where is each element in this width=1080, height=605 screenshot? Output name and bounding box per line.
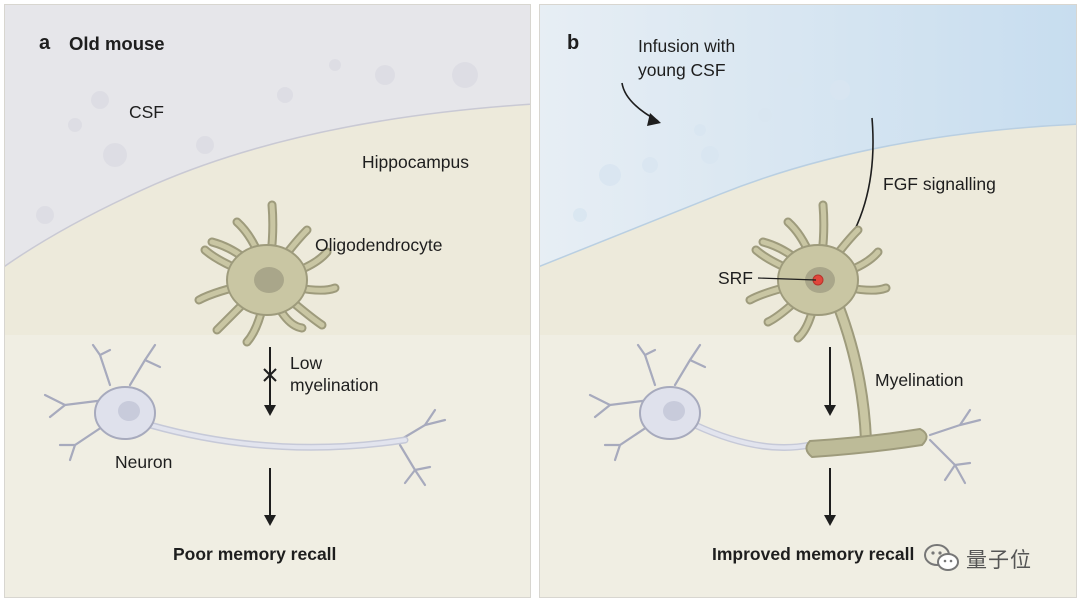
watermark-text: 量子位 bbox=[966, 548, 1032, 572]
panel-title: Old mouse bbox=[69, 33, 165, 54]
hippocampus-region-b bbox=[540, 125, 1076, 597]
infusion-label-line2: young CSF bbox=[638, 60, 726, 80]
panel-letter-b: b bbox=[567, 32, 580, 54]
panel-letter-a: a bbox=[39, 32, 51, 54]
myelination-label-b: Myelination bbox=[875, 370, 964, 390]
watermark: 量子位 bbox=[922, 540, 1052, 576]
myelination-label: myelination bbox=[290, 375, 379, 395]
srf-label: SRF bbox=[718, 268, 753, 288]
csf-young-region bbox=[540, 5, 1076, 267]
infusion-arrow bbox=[621, 82, 661, 126]
myelin-sheath bbox=[805, 427, 928, 459]
down-arrow-b-1 bbox=[824, 347, 836, 416]
oligodendrocyte-label: Oligodendrocyte bbox=[315, 235, 443, 255]
panel-b-illustration bbox=[540, 5, 1076, 597]
down-arrow-outcome bbox=[264, 468, 276, 526]
panel-b: b Infusion with young CSF FGF signalling… bbox=[539, 4, 1077, 598]
panel-a: a Old mouse CSF Hippocampus Oligodendroc… bbox=[4, 4, 531, 598]
infusion-label-line1: Infusion with bbox=[638, 36, 736, 56]
csf-region bbox=[5, 5, 530, 267]
panel-a-illustration bbox=[5, 5, 530, 597]
low-label: Low bbox=[290, 353, 323, 373]
neuron-young bbox=[588, 343, 982, 485]
down-arrow-b-outcome bbox=[824, 468, 836, 526]
neuron-old bbox=[43, 343, 447, 487]
fgf-signalling-label: FGF signalling bbox=[883, 174, 996, 194]
hippocampus-label: Hippocampus bbox=[362, 152, 469, 172]
wechat-icon bbox=[924, 544, 959, 571]
csf-label: CSF bbox=[129, 102, 164, 122]
outcome-label-a: Poor memory recall bbox=[173, 544, 337, 564]
outcome-label-b: Improved memory recall bbox=[712, 544, 915, 564]
oligodendrocyte-young bbox=[745, 200, 891, 446]
neuron-label: Neuron bbox=[115, 452, 173, 472]
down-arrow-low-myelination bbox=[263, 347, 277, 416]
hippocampus-region bbox=[5, 105, 530, 597]
oligodendrocyte-old bbox=[194, 200, 340, 347]
